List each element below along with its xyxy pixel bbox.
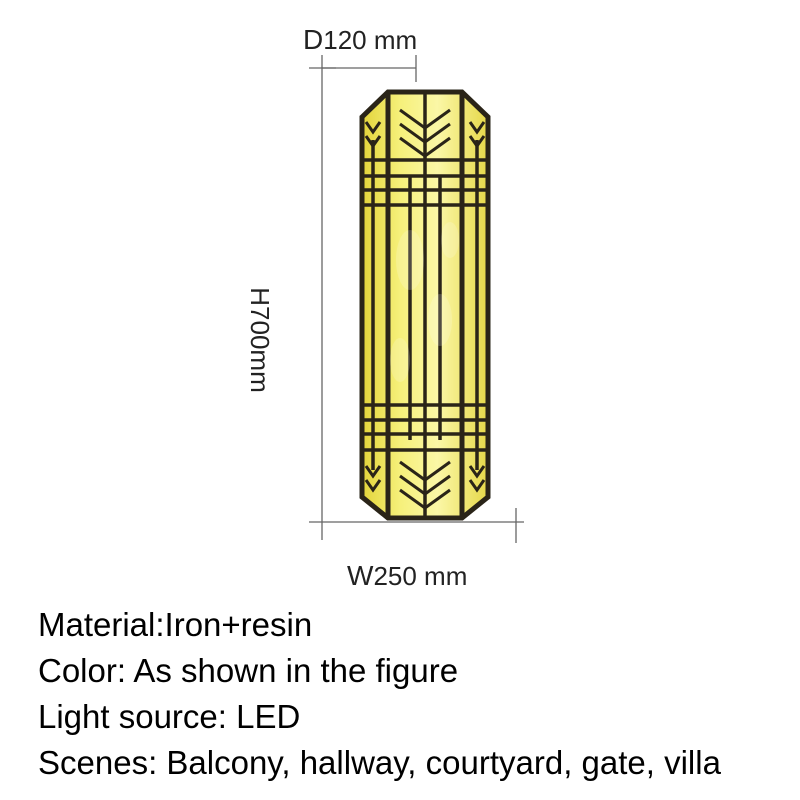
height-dimension-label: H700mm <box>245 287 275 393</box>
spec-scenes: Scenes: Balcony, hallway, courtyard, gat… <box>38 744 721 781</box>
width-dimension-label: W250 mm <box>347 562 467 590</box>
width-value: 250 mm <box>373 561 468 591</box>
wall-lamp <box>359 89 491 521</box>
spec-light-source: Light source: LED <box>38 698 301 735</box>
spec-material: Material:Iron+resin <box>38 606 313 643</box>
dimension-lines <box>309 55 524 543</box>
depth-prefix: D <box>303 24 324 55</box>
spec-list: Material:Iron+resin Color: As shown in t… <box>38 602 788 786</box>
spec-color: Color: As shown in the figure <box>38 652 459 689</box>
depth-dimension-label: D120 mm <box>303 26 417 54</box>
depth-value: 120 mm <box>323 25 418 55</box>
width-prefix: W <box>347 560 374 591</box>
